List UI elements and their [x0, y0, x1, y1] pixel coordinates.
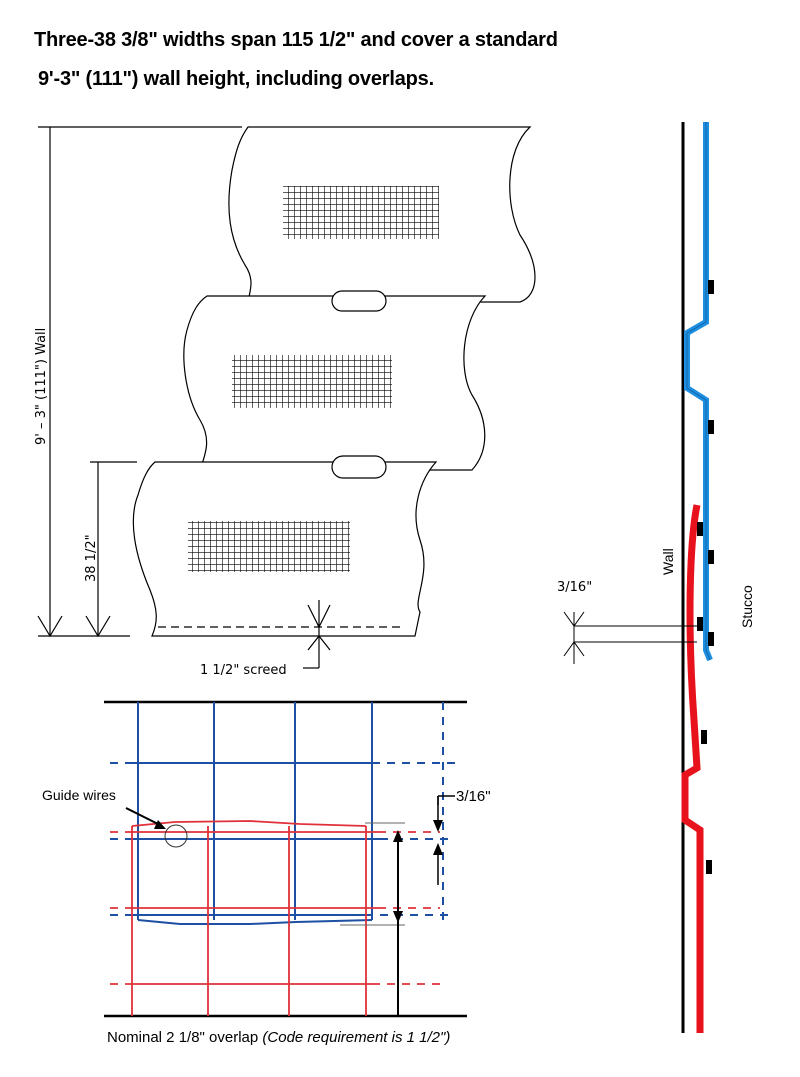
- stucco-label: Stucco: [739, 585, 755, 628]
- caption-main: Nominal 2 1/8" overlap: [107, 1029, 263, 1046]
- wall-height-label: 9' – 3" (111") Wall: [34, 328, 49, 445]
- title-line-1: Three-38 3/8" widths span 115 1/2" and c…: [34, 29, 558, 51]
- overlap-detail-diagram: [104, 700, 467, 1018]
- wall-label: Wall: [660, 548, 676, 575]
- section-diagram: [563, 122, 714, 1033]
- screed-label: 1 1/2" screed: [200, 663, 287, 678]
- section-gap-label: 3/16": [557, 580, 592, 595]
- title-line-2: 9'-3" (111") wall height, including over…: [38, 68, 434, 90]
- caption-note: (Code requirement is 1 1/2"): [262, 1029, 451, 1046]
- panel-width-label: 38 1/2": [84, 534, 99, 582]
- overlap-gap-label: 3/16": [456, 788, 491, 805]
- elevation-diagram: [37, 126, 536, 669]
- overlap-caption: Nominal 2 1/8" overlap (Code requirement…: [107, 1029, 450, 1046]
- guide-wires-label: Guide wires: [42, 787, 116, 803]
